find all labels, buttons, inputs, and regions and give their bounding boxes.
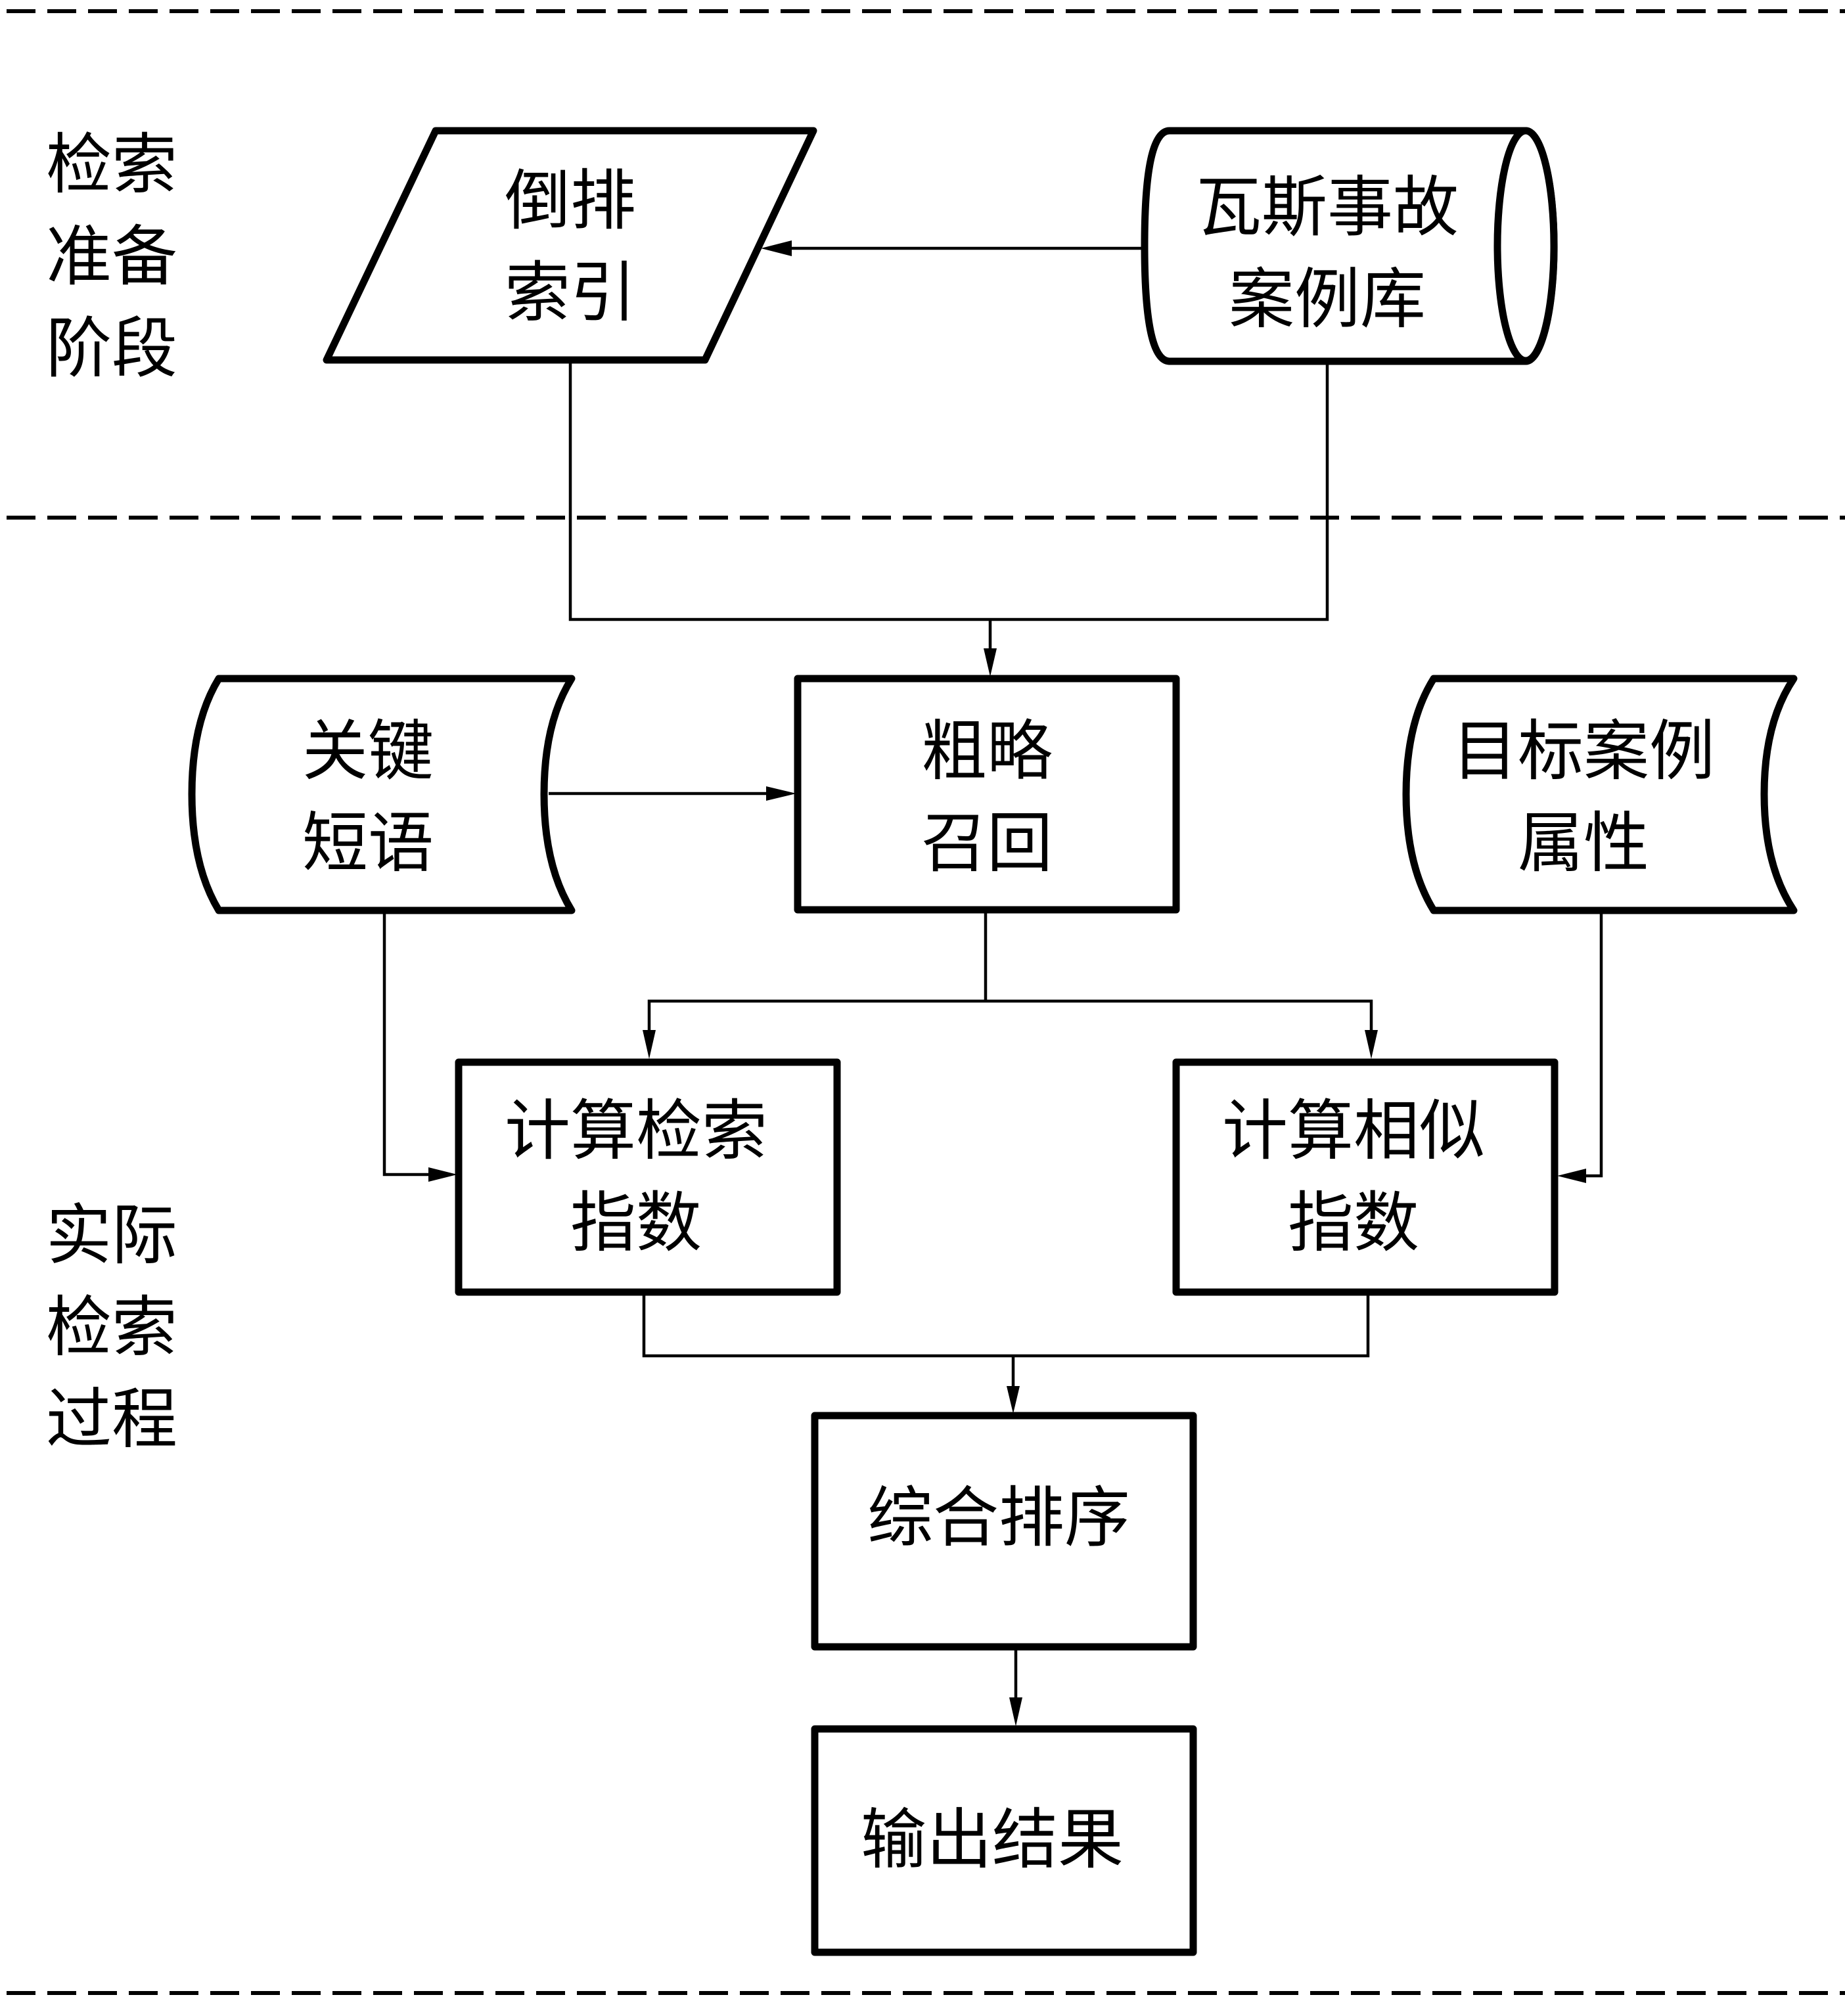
process-box <box>455 1058 841 1296</box>
arrowhead <box>1557 1169 1586 1183</box>
phase-label-line: 准备 <box>46 218 177 295</box>
node-label: 输出结果 <box>861 1801 1124 1878</box>
node-key-phrases: 关键 短语 <box>188 675 576 914</box>
phase-label-line: 实际 <box>46 1197 177 1274</box>
node-output: 输出结果 <box>811 1725 1197 1956</box>
node-label: 案例库 <box>1229 261 1426 338</box>
edge-indices-merge <box>642 1294 1370 1358</box>
process-box <box>811 1412 1197 1651</box>
node-label: 目标案例 <box>1452 713 1715 790</box>
process-box <box>794 675 1180 914</box>
parallelogram-shape <box>323 127 817 364</box>
process-box <box>811 1725 1197 1956</box>
edge-split-to-retrieval-index <box>647 999 986 1038</box>
stored-data-shape <box>188 675 576 914</box>
node-label: 召回 <box>921 805 1053 882</box>
arrowhead <box>761 240 792 256</box>
node-label: 倒排 <box>505 162 636 239</box>
node-similarity-index: 计算相似 指数 <box>1172 1058 1559 1296</box>
node-label: 计算检索 <box>505 1092 767 1169</box>
arrowhead <box>1009 1697 1022 1726</box>
arrowhead <box>1365 1030 1378 1059</box>
process-box <box>1172 1058 1559 1296</box>
node-label: 指数 <box>1288 1184 1419 1261</box>
node-coarse-recall: 粗略 召回 <box>794 675 1180 914</box>
phase-label-line: 阶段 <box>46 310 177 387</box>
node-label: 短语 <box>302 805 434 882</box>
edge-inverted-index-to-merge <box>568 363 1329 621</box>
node-retrieval-index: 计算检索 指数 <box>455 1058 841 1296</box>
node-label: 综合排序 <box>867 1479 1130 1556</box>
phase-label-actual: 实际 检索 过程 <box>46 1197 177 1458</box>
node-label: 索引 <box>505 254 636 331</box>
stored-data-shape <box>1402 675 1798 914</box>
phase-label-prep: 检索 准备 阶段 <box>46 126 177 387</box>
node-case-library: 瓦斯事故 案例库 <box>1141 127 1558 365</box>
edge-target-attributes-to-similarity-index <box>1577 912 1603 1178</box>
edge-split-to-similarity-index <box>986 999 1373 1038</box>
node-target-attributes: 目标案例 属性 <box>1402 675 1798 914</box>
cylinder-cap <box>1493 127 1558 365</box>
phase-label-line: 检索 <box>46 126 177 203</box>
arrowhead <box>1007 1386 1020 1414</box>
connectors <box>382 240 1603 1726</box>
arrowhead <box>766 786 796 801</box>
node-label: 属性 <box>1518 805 1649 882</box>
node-ranking: 综合排序 <box>811 1412 1197 1651</box>
node-label: 关键 <box>302 713 434 790</box>
arrowhead <box>984 648 997 677</box>
node-label: 瓦斯事故 <box>1196 169 1459 246</box>
phase-label-line: 过程 <box>46 1381 177 1458</box>
edge-key-phrases-to-retrieval-index <box>382 912 437 1176</box>
arrowhead <box>428 1167 457 1182</box>
node-inverted-index: 倒排 索引 <box>323 127 817 364</box>
node-label: 粗略 <box>921 713 1053 790</box>
node-label: 计算相似 <box>1222 1092 1485 1169</box>
arrowhead <box>643 1030 656 1059</box>
phase-label-line: 检索 <box>46 1289 177 1366</box>
node-label: 指数 <box>570 1184 702 1261</box>
